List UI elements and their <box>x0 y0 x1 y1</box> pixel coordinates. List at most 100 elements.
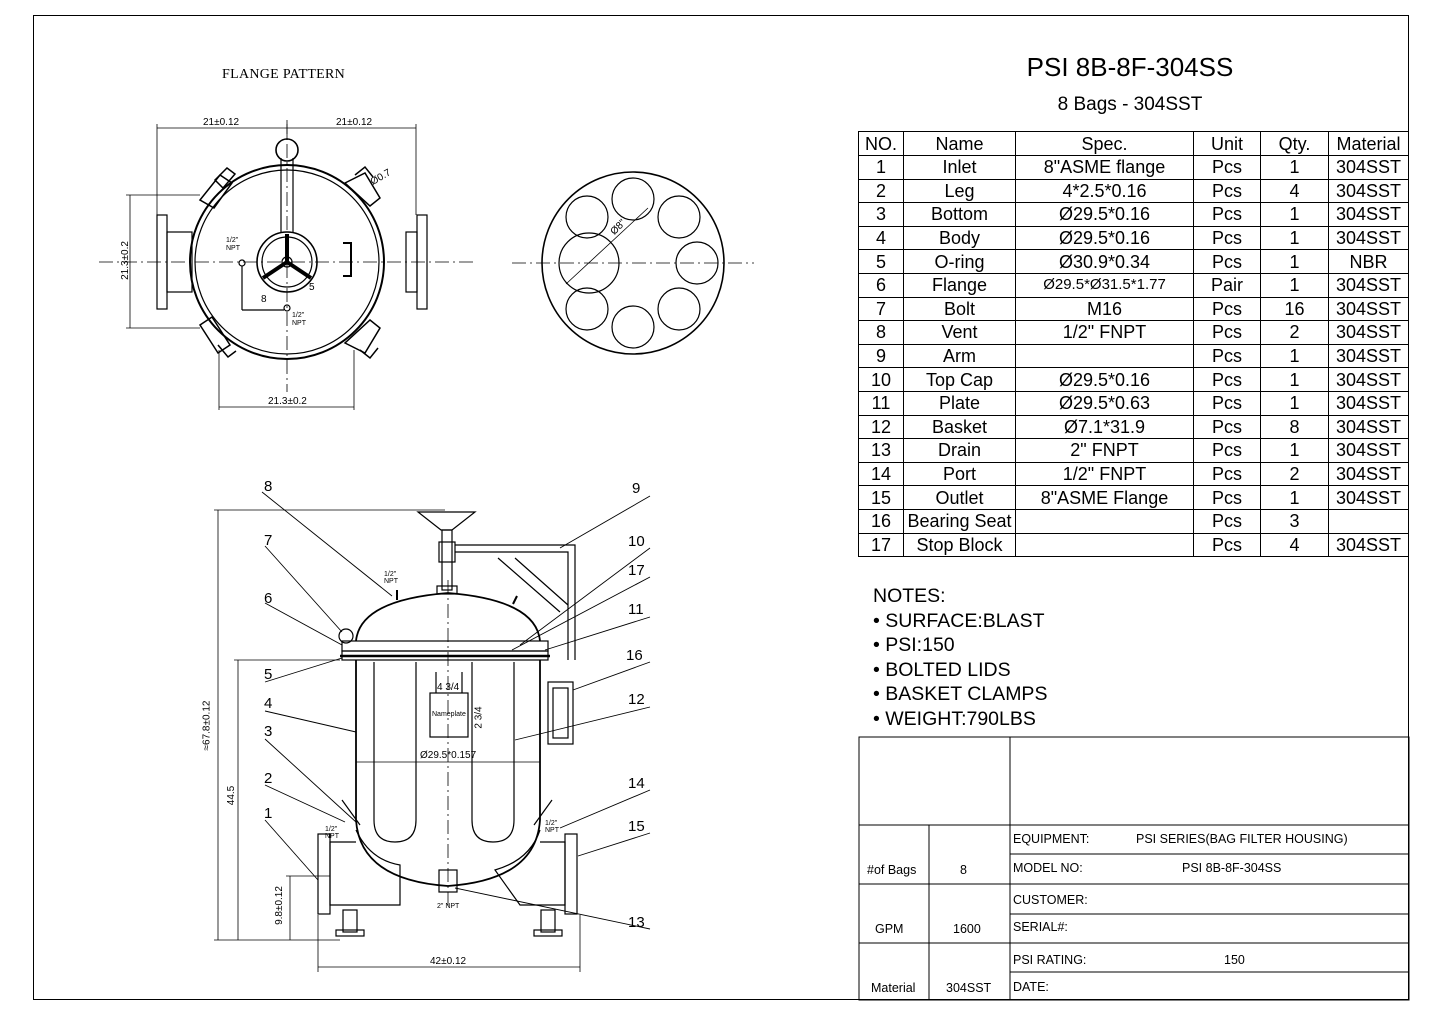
gpm-value: 1600 <box>953 922 981 936</box>
table-cell: Ø29.5*0.16 <box>1015 367 1194 392</box>
table-cell: Pcs <box>1193 225 1261 251</box>
header-material: Material <box>1328 131 1409 156</box>
table-cell: 1 <box>1260 272 1329 298</box>
table-cell: 304SST <box>1328 225 1409 251</box>
table-cell: 304SST <box>1328 272 1409 298</box>
table-cell: Basket <box>903 414 1016 440</box>
table-cell: Pair <box>1193 272 1261 298</box>
table-cell: Outlet <box>903 485 1016 510</box>
table-cell: 4*2.5*0.16 <box>1015 178 1194 204</box>
table-cell: Pcs <box>1193 508 1261 534</box>
drawing-title: PSI 8B-8F-304SS <box>1026 52 1234 82</box>
gpm-label: GPM <box>875 922 904 936</box>
drain-npt-label: 2" NPT <box>437 903 460 910</box>
dim-top-left: 21±0.12 <box>203 117 240 128</box>
callout-12: 12 <box>628 691 645 708</box>
table-cell: Leg <box>903 178 1016 204</box>
notes-heading: NOTES: <box>873 585 946 607</box>
table-cell: Stop Block <box>903 532 1016 558</box>
table-cell: 1 <box>1260 155 1329 180</box>
npt-top-label: 1/2" NPT <box>384 571 398 585</box>
table-cell: 304SST <box>1328 485 1409 510</box>
header-spec: Spec. <box>1015 131 1194 156</box>
table-cell: 304SST <box>1328 532 1409 558</box>
model-value: PSI 8B-8F-304SS <box>1182 861 1282 875</box>
table-cell: 8"ASME Flange <box>1015 485 1194 510</box>
table-cell: Bottom <box>903 202 1016 227</box>
rating-value: 150 <box>1224 953 1245 967</box>
table-cell: 304SST <box>1328 414 1409 440</box>
table-cell: 1 <box>1260 485 1329 510</box>
table-cell: 11 <box>858 390 904 416</box>
table-cell: 304SST <box>1328 438 1409 463</box>
table-cell: 3 <box>1260 508 1329 534</box>
table-cell: 1 <box>1260 343 1329 369</box>
table-cell: 1 <box>858 155 904 180</box>
elevation-view <box>214 491 651 972</box>
table-cell: 4 <box>1260 178 1329 204</box>
table-cell: 304SST <box>1328 155 1409 180</box>
table-cell: 8 <box>858 320 904 345</box>
table-cell: 304SST <box>1328 390 1409 416</box>
table-cell: Plate <box>903 390 1016 416</box>
table-cell: Pcs <box>1193 438 1261 463</box>
equipment-label: EQUIPMENT: <box>1013 832 1090 846</box>
table-cell: 1 <box>1260 367 1329 392</box>
bags-value: 8 <box>960 863 967 877</box>
table-cell: 8 <box>1260 414 1329 440</box>
table-cell: Ø30.9*0.34 <box>1015 249 1194 274</box>
table-cell: Pcs <box>1193 367 1261 392</box>
table-cell: O-ring <box>903 249 1016 274</box>
table-cell: Top Cap <box>903 367 1016 392</box>
table-cell: 304SST <box>1328 202 1409 227</box>
table-cell: 1 <box>1260 202 1329 227</box>
table-cell: 16 <box>858 508 904 534</box>
dim-top-right: 21±0.12 <box>336 117 373 128</box>
npt-label-2: 1/2" NPT <box>292 312 306 327</box>
callout-11: 11 <box>628 601 644 618</box>
title-block-grid <box>858 736 1410 1001</box>
table-cell: Pcs <box>1193 461 1261 487</box>
table-cell: Pcs <box>1193 249 1261 274</box>
table-cell: 1 <box>1260 390 1329 416</box>
table-cell: Ø29.5*0.16 <box>1015 225 1194 251</box>
callout-15: 15 <box>628 818 645 835</box>
callout-2: 2 <box>264 770 273 787</box>
note-item: SURFACE:BLAST <box>873 609 1047 634</box>
table-cell: 304SST <box>1328 461 1409 487</box>
table-cell: Pcs <box>1193 320 1261 345</box>
drawing-frame <box>33 15 1409 1000</box>
table-cell: 17 <box>858 532 904 558</box>
table-cell: Ø29.5*0.16 <box>1015 202 1194 227</box>
npt-label-1: 1/2" NPT <box>226 237 240 252</box>
nameplate-height: 2 3/4 <box>473 706 485 729</box>
flange-pattern-label: FLANGE PATTERN <box>222 67 346 82</box>
table-cell: 2 <box>1260 461 1329 487</box>
table-cell: 3 <box>858 202 904 227</box>
table-cell: Pcs <box>1193 155 1261 180</box>
callout-8: 8 <box>264 478 273 495</box>
serial-label: SERIAL#: <box>1013 920 1068 934</box>
table-cell: 15 <box>858 485 904 510</box>
table-cell: Pcs <box>1193 296 1261 322</box>
rating-label: PSI RATING: <box>1013 953 1087 967</box>
date-label: DATE: <box>1013 980 1049 994</box>
callout-1: 1 <box>264 805 273 822</box>
material-label: Material <box>871 981 916 995</box>
table-cell: 13 <box>858 438 904 463</box>
table-cell: Vent <box>903 320 1016 345</box>
dim-width: 42±0.12 <box>430 956 467 967</box>
callout-13: 13 <box>628 914 645 931</box>
